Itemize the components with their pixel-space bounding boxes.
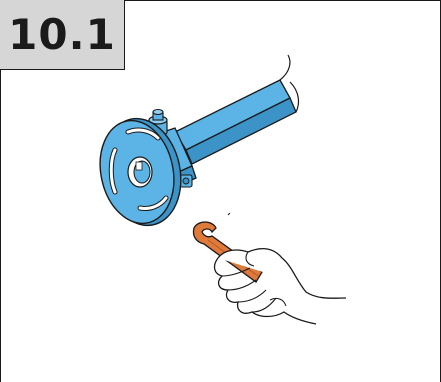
side-bolt-icon (180, 175, 192, 187)
motion-tick-icon (228, 213, 230, 215)
axle-bar-icon (175, 55, 298, 164)
hand-icon (215, 249, 346, 324)
